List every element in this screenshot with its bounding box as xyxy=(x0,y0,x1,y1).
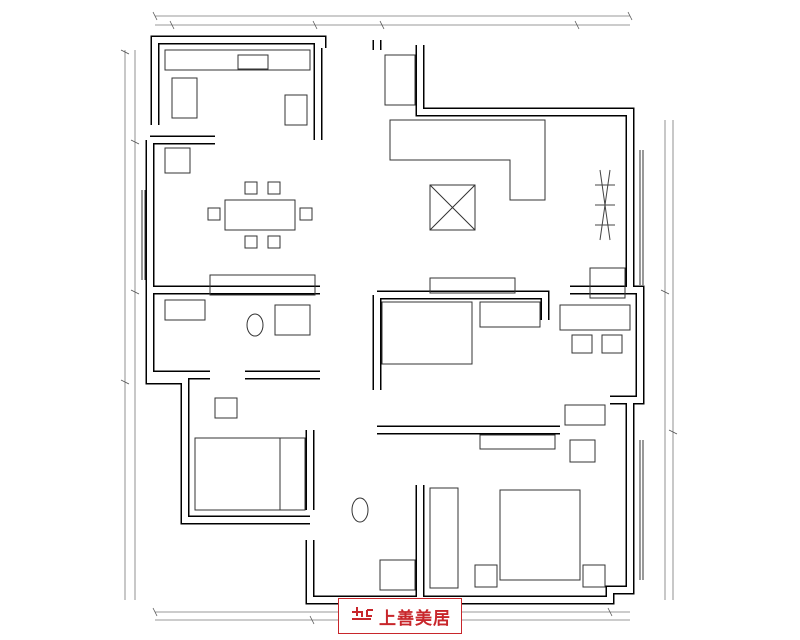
coffee-table xyxy=(429,184,476,231)
dining-table xyxy=(224,199,296,231)
wardrobe xyxy=(479,301,541,328)
blinds xyxy=(595,169,615,241)
fridge xyxy=(284,94,308,126)
bed-top xyxy=(381,301,473,365)
coffee-table-cross xyxy=(429,184,476,231)
cabinet xyxy=(164,147,191,174)
bed-left xyxy=(194,437,306,511)
armchair xyxy=(571,334,593,354)
nightstand xyxy=(582,564,606,588)
sofa xyxy=(389,119,546,201)
dimension-lines xyxy=(120,11,678,625)
sink xyxy=(237,54,269,70)
wardrobe-master xyxy=(429,487,459,589)
kitchen-counter xyxy=(164,49,311,71)
tv-unit xyxy=(589,267,626,299)
vanity xyxy=(274,304,311,336)
tv-bench xyxy=(479,434,556,450)
shower xyxy=(164,299,206,321)
chair xyxy=(214,397,238,419)
vanity-2 xyxy=(379,559,416,591)
toilet xyxy=(246,313,264,337)
stove xyxy=(171,77,198,119)
shelf xyxy=(564,404,606,426)
sideboard xyxy=(209,274,316,296)
window-seat xyxy=(384,54,416,106)
tv-cabinet xyxy=(429,277,516,294)
logo-text: 上善美居 xyxy=(379,608,451,629)
armchair xyxy=(601,334,623,354)
desk xyxy=(559,304,631,331)
toilet-2 xyxy=(351,497,369,523)
wardrobe-left xyxy=(279,437,306,511)
walls xyxy=(145,35,645,605)
brand-logo: 上善美居 xyxy=(338,598,462,634)
furniture xyxy=(164,49,631,591)
armchair-master xyxy=(569,439,596,463)
windows xyxy=(141,150,644,580)
bed-master xyxy=(499,489,581,581)
nightstand xyxy=(474,564,498,588)
dining-chairs xyxy=(207,181,313,249)
logo-mark-icon xyxy=(349,604,375,628)
